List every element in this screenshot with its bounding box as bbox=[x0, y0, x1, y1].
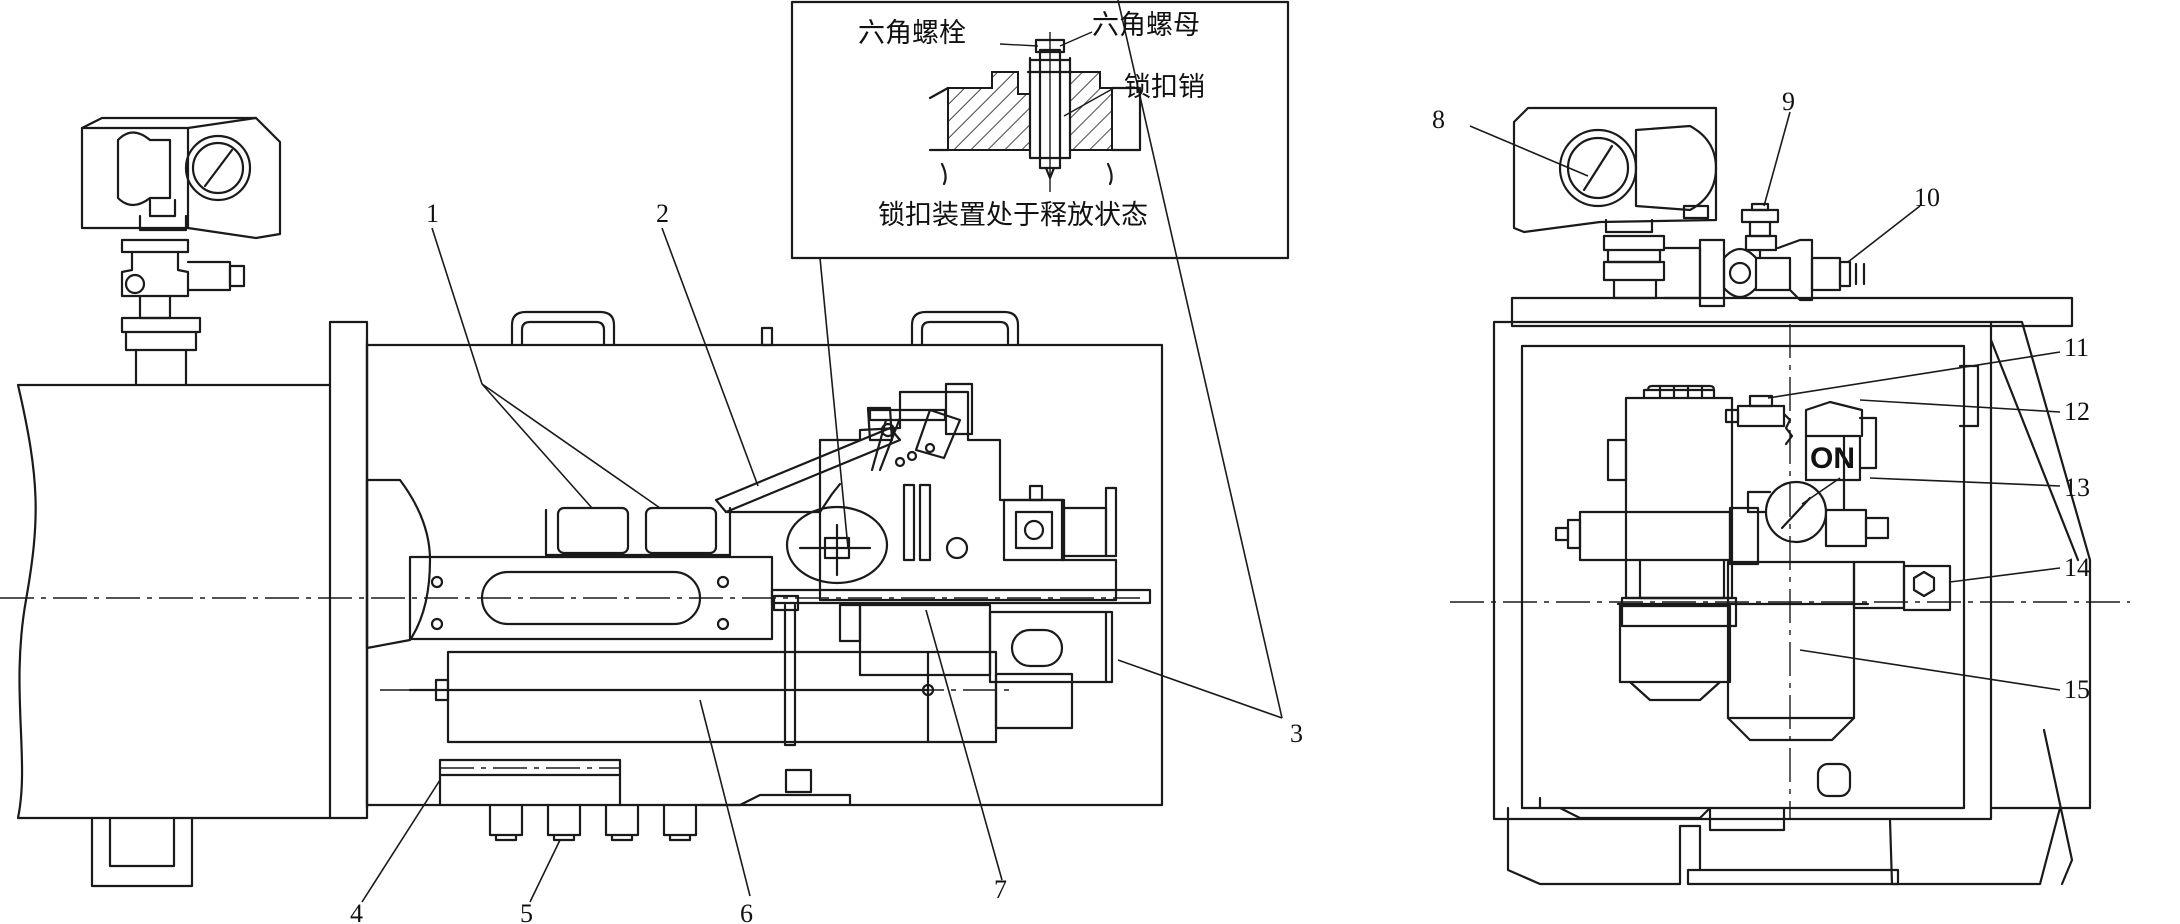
block-a bbox=[558, 508, 628, 553]
inset-label-pin: 锁扣销 bbox=[1124, 72, 1205, 103]
pipe-support bbox=[92, 818, 192, 886]
pressure-gauge-right bbox=[1514, 108, 1716, 232]
callout-4: 4 bbox=[350, 899, 363, 924]
valve-assembly-right bbox=[1604, 204, 1864, 306]
callout-15: 15 bbox=[2064, 675, 2090, 704]
callout-10: 10 bbox=[1914, 183, 1940, 212]
inset-label-nut: 六角螺母 bbox=[1092, 10, 1200, 41]
enclosure-outer bbox=[1494, 322, 1991, 819]
pressure-gauge-left bbox=[82, 118, 280, 238]
callout-5: 5 bbox=[520, 899, 533, 924]
cable-glands bbox=[490, 805, 696, 840]
junction-box bbox=[1004, 486, 1116, 560]
motor-unit bbox=[840, 605, 1112, 682]
conduit-bracket bbox=[440, 760, 620, 805]
inset-caption: 锁扣装置处于释放状态 bbox=[878, 200, 1148, 231]
switch-on: ON bbox=[1806, 402, 1876, 510]
inset-frame bbox=[792, 2, 1288, 258]
block-b bbox=[646, 508, 716, 553]
fitting-14 bbox=[1854, 562, 1950, 610]
callout-9: 9 bbox=[1782, 87, 1795, 116]
latch-disc bbox=[787, 507, 887, 583]
inset-label-bolt: 六角螺栓 bbox=[858, 18, 966, 49]
latch-detail-inset: 六角螺栓 六角螺母 锁扣销 锁扣装置处于释放状态 bbox=[792, 2, 1288, 258]
callout-13: 13 bbox=[2064, 473, 2090, 502]
pipe-body bbox=[18, 385, 330, 818]
side-view: 1 2 3 4 5 6 7 bbox=[0, 0, 1303, 924]
hydraulic-tank bbox=[1620, 562, 1854, 796]
side-panel bbox=[1991, 322, 2090, 808]
callout-1: 1 bbox=[426, 199, 439, 228]
front-view: ON 8 9 10 11 bbox=[1432, 87, 2130, 884]
base-feet bbox=[1508, 730, 2072, 884]
callout-14: 14 bbox=[2064, 553, 2090, 582]
control-cylinder bbox=[1556, 386, 1758, 626]
callout-11: 11 bbox=[2064, 333, 2089, 362]
mounting-bracket bbox=[367, 480, 430, 648]
top-plate bbox=[1512, 298, 2072, 326]
switch-label: ON bbox=[1810, 442, 1855, 475]
callout-12: 12 bbox=[2064, 397, 2090, 426]
callout-2: 2 bbox=[656, 199, 669, 228]
enclosure-box bbox=[367, 345, 1162, 805]
mechanism-plate bbox=[820, 384, 1116, 600]
handle-left bbox=[512, 312, 614, 345]
lever-rod bbox=[716, 428, 900, 512]
cylinder-actuator bbox=[410, 596, 1072, 745]
valve-stem-left bbox=[122, 240, 244, 385]
enclosure-inner bbox=[1522, 346, 1964, 808]
callout-8: 8 bbox=[1432, 105, 1445, 134]
handle-right bbox=[912, 312, 1018, 345]
pressure-gauge-13 bbox=[1748, 482, 1888, 546]
callout-6: 6 bbox=[740, 899, 753, 924]
flange-plate bbox=[330, 322, 367, 818]
valve-11 bbox=[1726, 396, 1792, 444]
callout-7: 7 bbox=[994, 875, 1007, 904]
callout-3: 3 bbox=[1290, 719, 1303, 748]
